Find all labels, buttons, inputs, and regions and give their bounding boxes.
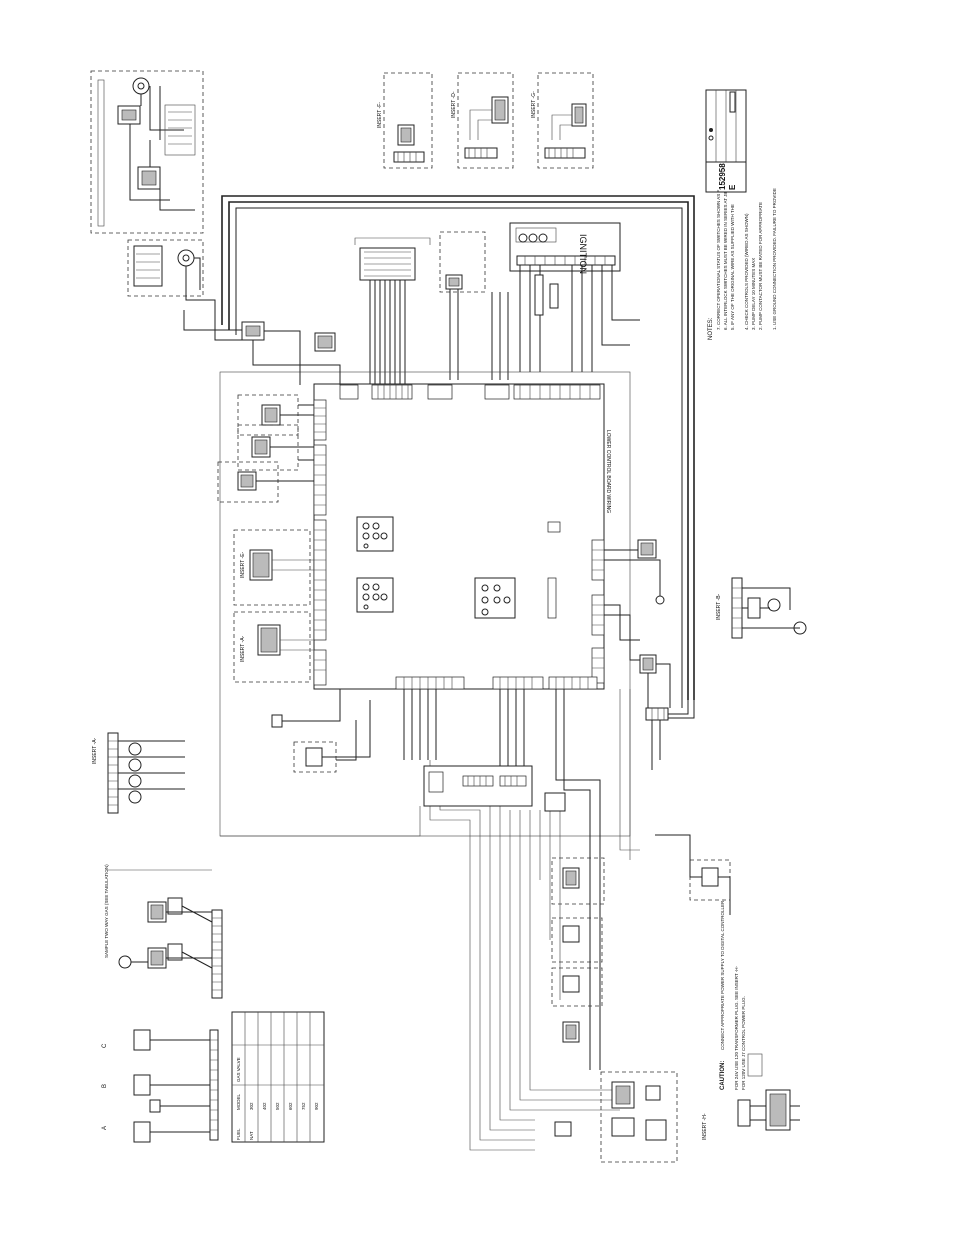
insert-h-label: INSERT -H-: [702, 1113, 708, 1140]
rotary-switch-3: [474, 577, 516, 619]
gas-table-title: GAS VALVE: [236, 1057, 241, 1082]
misc-left-devices: [220, 689, 421, 837]
gas-table-nat-1: NAT: [249, 1131, 254, 1140]
insert-g-label: INSERT -G-: [531, 91, 537, 118]
legend-block: 152958 E: [705, 89, 747, 193]
note-4: 4. CHECK CONTROLS PROVIDED (WIRED AS SHO…: [744, 213, 749, 330]
main-control-board: LOWER CONTROL BOARD WIRING: [219, 371, 631, 837]
display-harness: [354, 237, 431, 385]
caution-line-3: FOR 120V USE J7 CONTROL POWER PLUG.: [741, 996, 746, 1090]
insert-f-panel: INSERT -F-: [377, 72, 433, 169]
gas-valve-variants: C B A: [102, 1029, 219, 1143]
variant-c-label: C: [102, 1043, 108, 1048]
caution-line-2: FOR 24V USE 120 TRANSFORMER PLUG. SEE IN…: [734, 965, 739, 1090]
caution-line-1: CONNECT APPROPRIATE POWER SUPPLY TO DIGI…: [720, 899, 725, 1050]
circulating-pump-motor-icon: [132, 77, 150, 95]
insert-e-label: INSERT -E-: [240, 551, 246, 578]
caution-label: CAUTION:: [720, 1061, 726, 1090]
gas-model-table: GAS VALVE FUEL MODEL NAT 302 402 502 602…: [231, 1011, 325, 1143]
pump-relay-box: [117, 105, 141, 125]
board-top-connectors: [339, 384, 601, 400]
drawing-revision: E: [728, 184, 737, 190]
board-side-relays: [217, 394, 314, 503]
note-5: 5. IF ANY OF THE ORIGINAL WIRE AS SUPPLI…: [730, 204, 735, 330]
insert-h-controller: INSERT -H-: [702, 1053, 800, 1140]
variant-a-label: A: [102, 1126, 108, 1130]
insert-g-panel: INSERT -G-: [531, 72, 594, 169]
caution-block: CAUTION: CONNECT APPROPRIATE POWER SUPPL…: [720, 899, 746, 1090]
variant-b-label: B: [102, 1084, 108, 1088]
lower-wire-bundle: [403, 689, 640, 1151]
rotary-switch-1: [356, 516, 394, 552]
main-bus-wires: [183, 195, 695, 700]
note-7: 7. CORRECT OPERATIONAL STATUS OF SWITCHE…: [716, 189, 721, 330]
junction-panel: [423, 765, 566, 812]
insert-c-pump-panel: [90, 70, 204, 234]
thermostat-sample: SAMPLE TWO WAY GAS (SEE TABULATION): [104, 864, 223, 999]
board-title: LOWER CONTROL BOARD WIRING: [605, 430, 611, 513]
board-bottom-connectors: [395, 676, 598, 690]
controller-box: [600, 1071, 678, 1163]
pump-contactor-box: [137, 166, 161, 190]
gas-table-fuel: FUEL: [236, 1128, 241, 1140]
gas-table-model: MODEL: [236, 1094, 241, 1111]
insert-a-zone-control: INSERT -A-: [92, 732, 185, 814]
notes-block: NOTES: 7. CORRECT OPERATIONAL STATUS OF …: [708, 188, 777, 340]
safety-devices: [551, 857, 605, 1137]
rotary-switch-2: [356, 577, 394, 613]
insert-b-pump-panel: INSERT -B-: [716, 577, 807, 639]
insert-a-zone-label: INSERT -A-: [92, 737, 98, 764]
gas-table-752: 752: [301, 1102, 306, 1110]
ignition-module: IGNITION: [509, 222, 640, 372]
gas-table-602: 602: [288, 1102, 293, 1110]
gas-table-402: 402: [262, 1102, 267, 1110]
ignition-label: IGNITION: [578, 234, 588, 274]
note-1: 1. USE GROUND CONNECTION PROVIDED. FAILU…: [772, 188, 777, 330]
gas-table-502: 502: [275, 1102, 280, 1110]
insert-b-label: INSERT -B-: [716, 593, 722, 620]
board-left-connectors: [313, 399, 327, 686]
note-2: 2. PUMP CONTACTOR MUST BE RATED FOR APPR…: [758, 202, 763, 330]
gas-table-302: 302: [249, 1102, 254, 1110]
power-terminal: [604, 539, 695, 770]
insert-f-label: INSERT -F-: [377, 102, 383, 128]
note-3: 3. PUMP DELAY 10 MINUTES MAX: [751, 258, 756, 330]
notes-title: NOTES:: [708, 317, 714, 340]
insert-e-pump-panel: [127, 239, 215, 301]
board-right-connectors: [591, 539, 605, 684]
pump-relay: [241, 321, 341, 385]
drawing-number: 152958: [718, 163, 727, 190]
note-6: 6. ALL INTERLOCK SWITCHES MUST BE WIRED …: [723, 192, 728, 330]
thermostat-title: SAMPLE TWO WAY GAS (SEE TABULATION): [104, 864, 109, 958]
insert-a-board-label: INSERT -A-: [240, 635, 246, 662]
pump-wire-labels: [164, 104, 196, 156]
insert-e-panel: INSERT -E-: [233, 529, 314, 606]
board-aux-pins: [547, 521, 561, 619]
pump-motor-icon: [177, 249, 195, 267]
gas-table-902: 902: [314, 1102, 319, 1110]
insert-a-board-panel: INSERT -A-: [233, 611, 314, 683]
low-voltage-relay: [655, 834, 731, 915]
insert-d-label: INSERT -D-: [451, 91, 457, 118]
insert-d-panel: INSERT -D-: [451, 72, 514, 169]
flow-switch-insert: [439, 231, 509, 380]
